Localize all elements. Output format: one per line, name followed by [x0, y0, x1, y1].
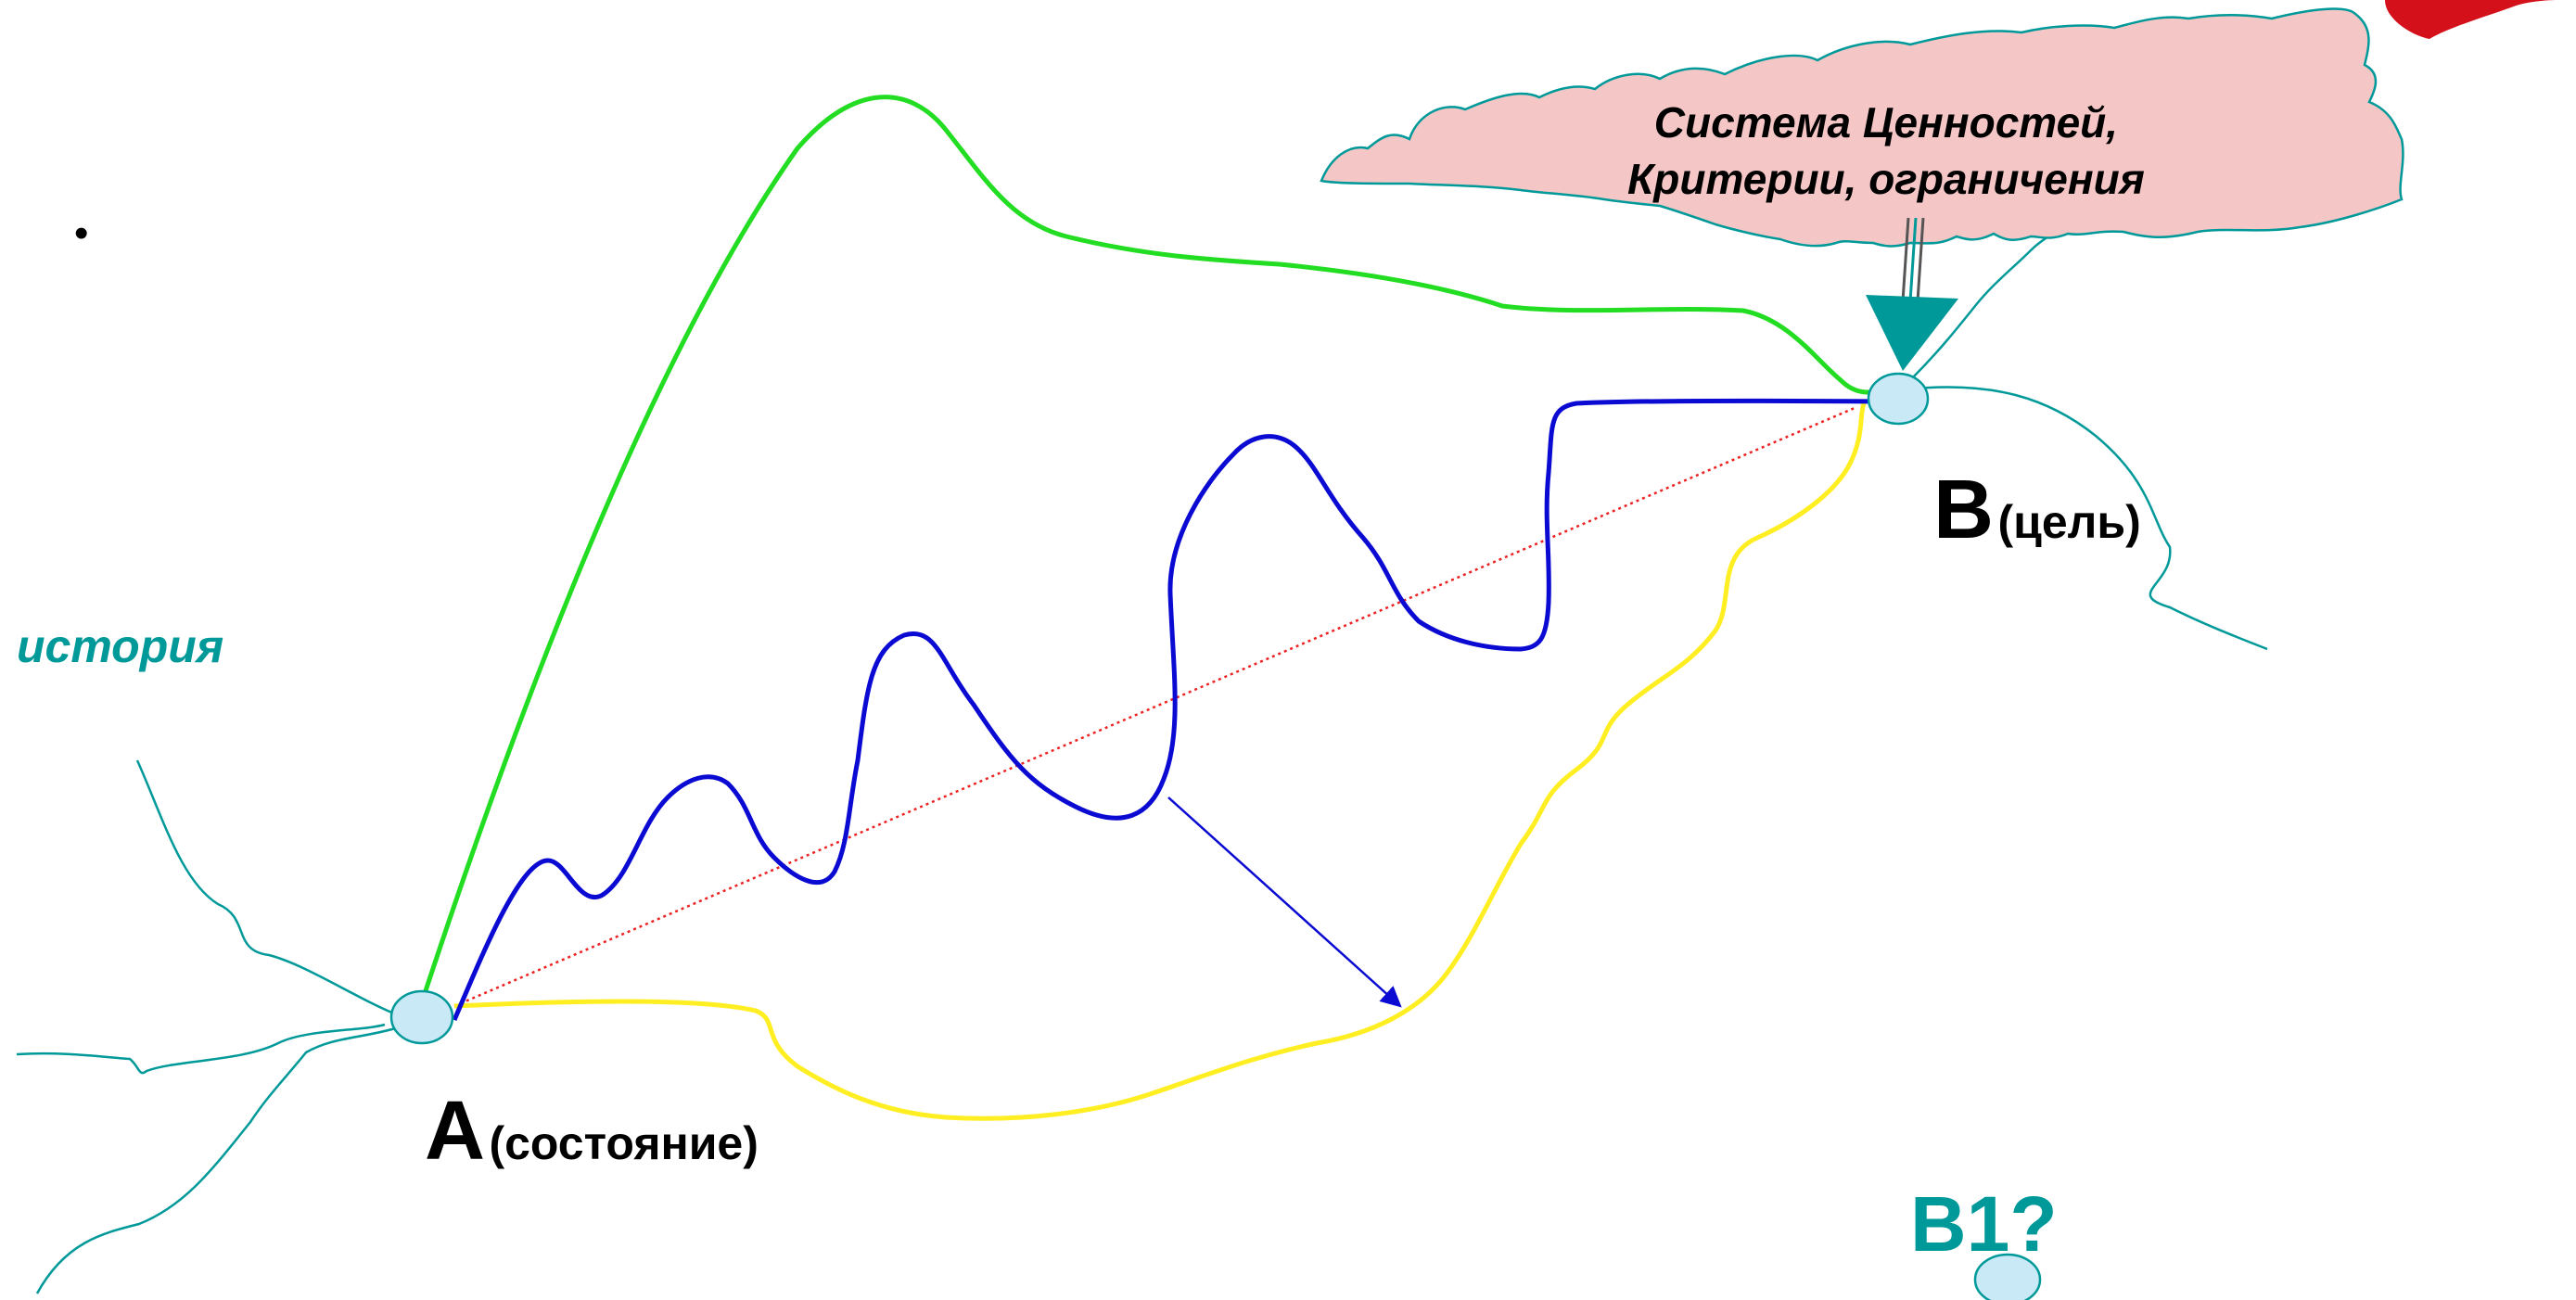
history-stream-upper — [135, 759, 400, 1017]
node-b-letter: B — [1933, 464, 1994, 556]
value-system-label: Система Ценностей, Критерии, ограничения — [1627, 95, 2145, 207]
node-b1 — [1973, 1253, 2042, 1300]
node-a-note: (состояние) — [489, 1117, 759, 1169]
green-path — [413, 95, 1888, 1023]
history-stream-left — [16, 1023, 386, 1075]
arrow-right-down-icon — [1167, 797, 1402, 1008]
node-b1-label: B1? — [1910, 1180, 2058, 1268]
yellow-path — [453, 402, 1867, 1121]
goal-stream-right — [1905, 386, 2268, 651]
node-a — [389, 989, 454, 1045]
direct-line-a-b — [453, 406, 1855, 1008]
value-system-cloud — [1320, 7, 2404, 248]
arrow-down-icon — [1866, 217, 1958, 371]
node-a-label: A (состояние) — [425, 1090, 759, 1173]
node-b — [1867, 372, 1930, 426]
value-system-line-1: Система Ценностей, — [1653, 98, 2119, 147]
heart-icon — [2385, 0, 2559, 39]
node-b-note: (цель) — [1997, 496, 2141, 548]
history-streams — [16, 759, 400, 1294]
node-b-label: B (цель) — [1933, 468, 2141, 552]
bullet-mark: • — [74, 210, 89, 256]
node-a-letter: A — [425, 1085, 485, 1178]
blue-path — [452, 398, 1883, 1021]
value-system-line-2: Критерии, ограничения — [1627, 154, 2145, 203]
history-stream-lower — [35, 1026, 400, 1294]
history-label: история — [17, 620, 224, 672]
